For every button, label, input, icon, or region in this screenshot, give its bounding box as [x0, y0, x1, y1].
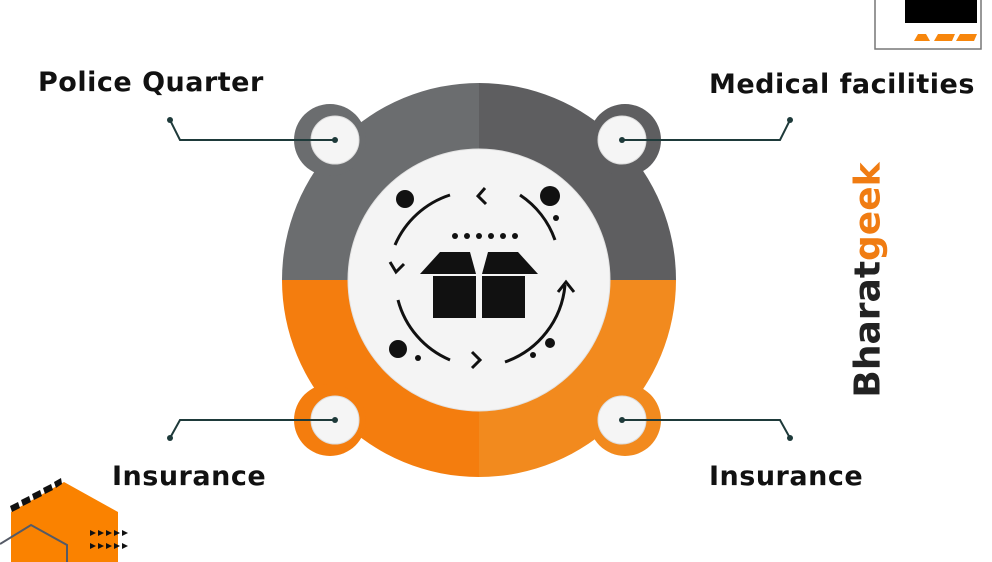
label-insurance-right: Insurance: [709, 461, 864, 492]
logo-part1: Bharat: [847, 260, 889, 398]
label-medical-facilities: Medical facilities: [709, 69, 975, 100]
center-circle: [347, 148, 611, 412]
box-cycle-icon: [388, 187, 576, 370]
label-police-quarter: Police Quarter: [38, 67, 264, 98]
logo-part2: geek: [847, 162, 889, 261]
connectors: [169, 119, 791, 439]
corner-decoration-top-right: [874, 0, 982, 50]
label-insurance-left: Insurance: [112, 461, 267, 492]
corner-decoration-bottom-left: [0, 478, 128, 562]
brand-logo: Bharatgeek: [848, 162, 889, 397]
